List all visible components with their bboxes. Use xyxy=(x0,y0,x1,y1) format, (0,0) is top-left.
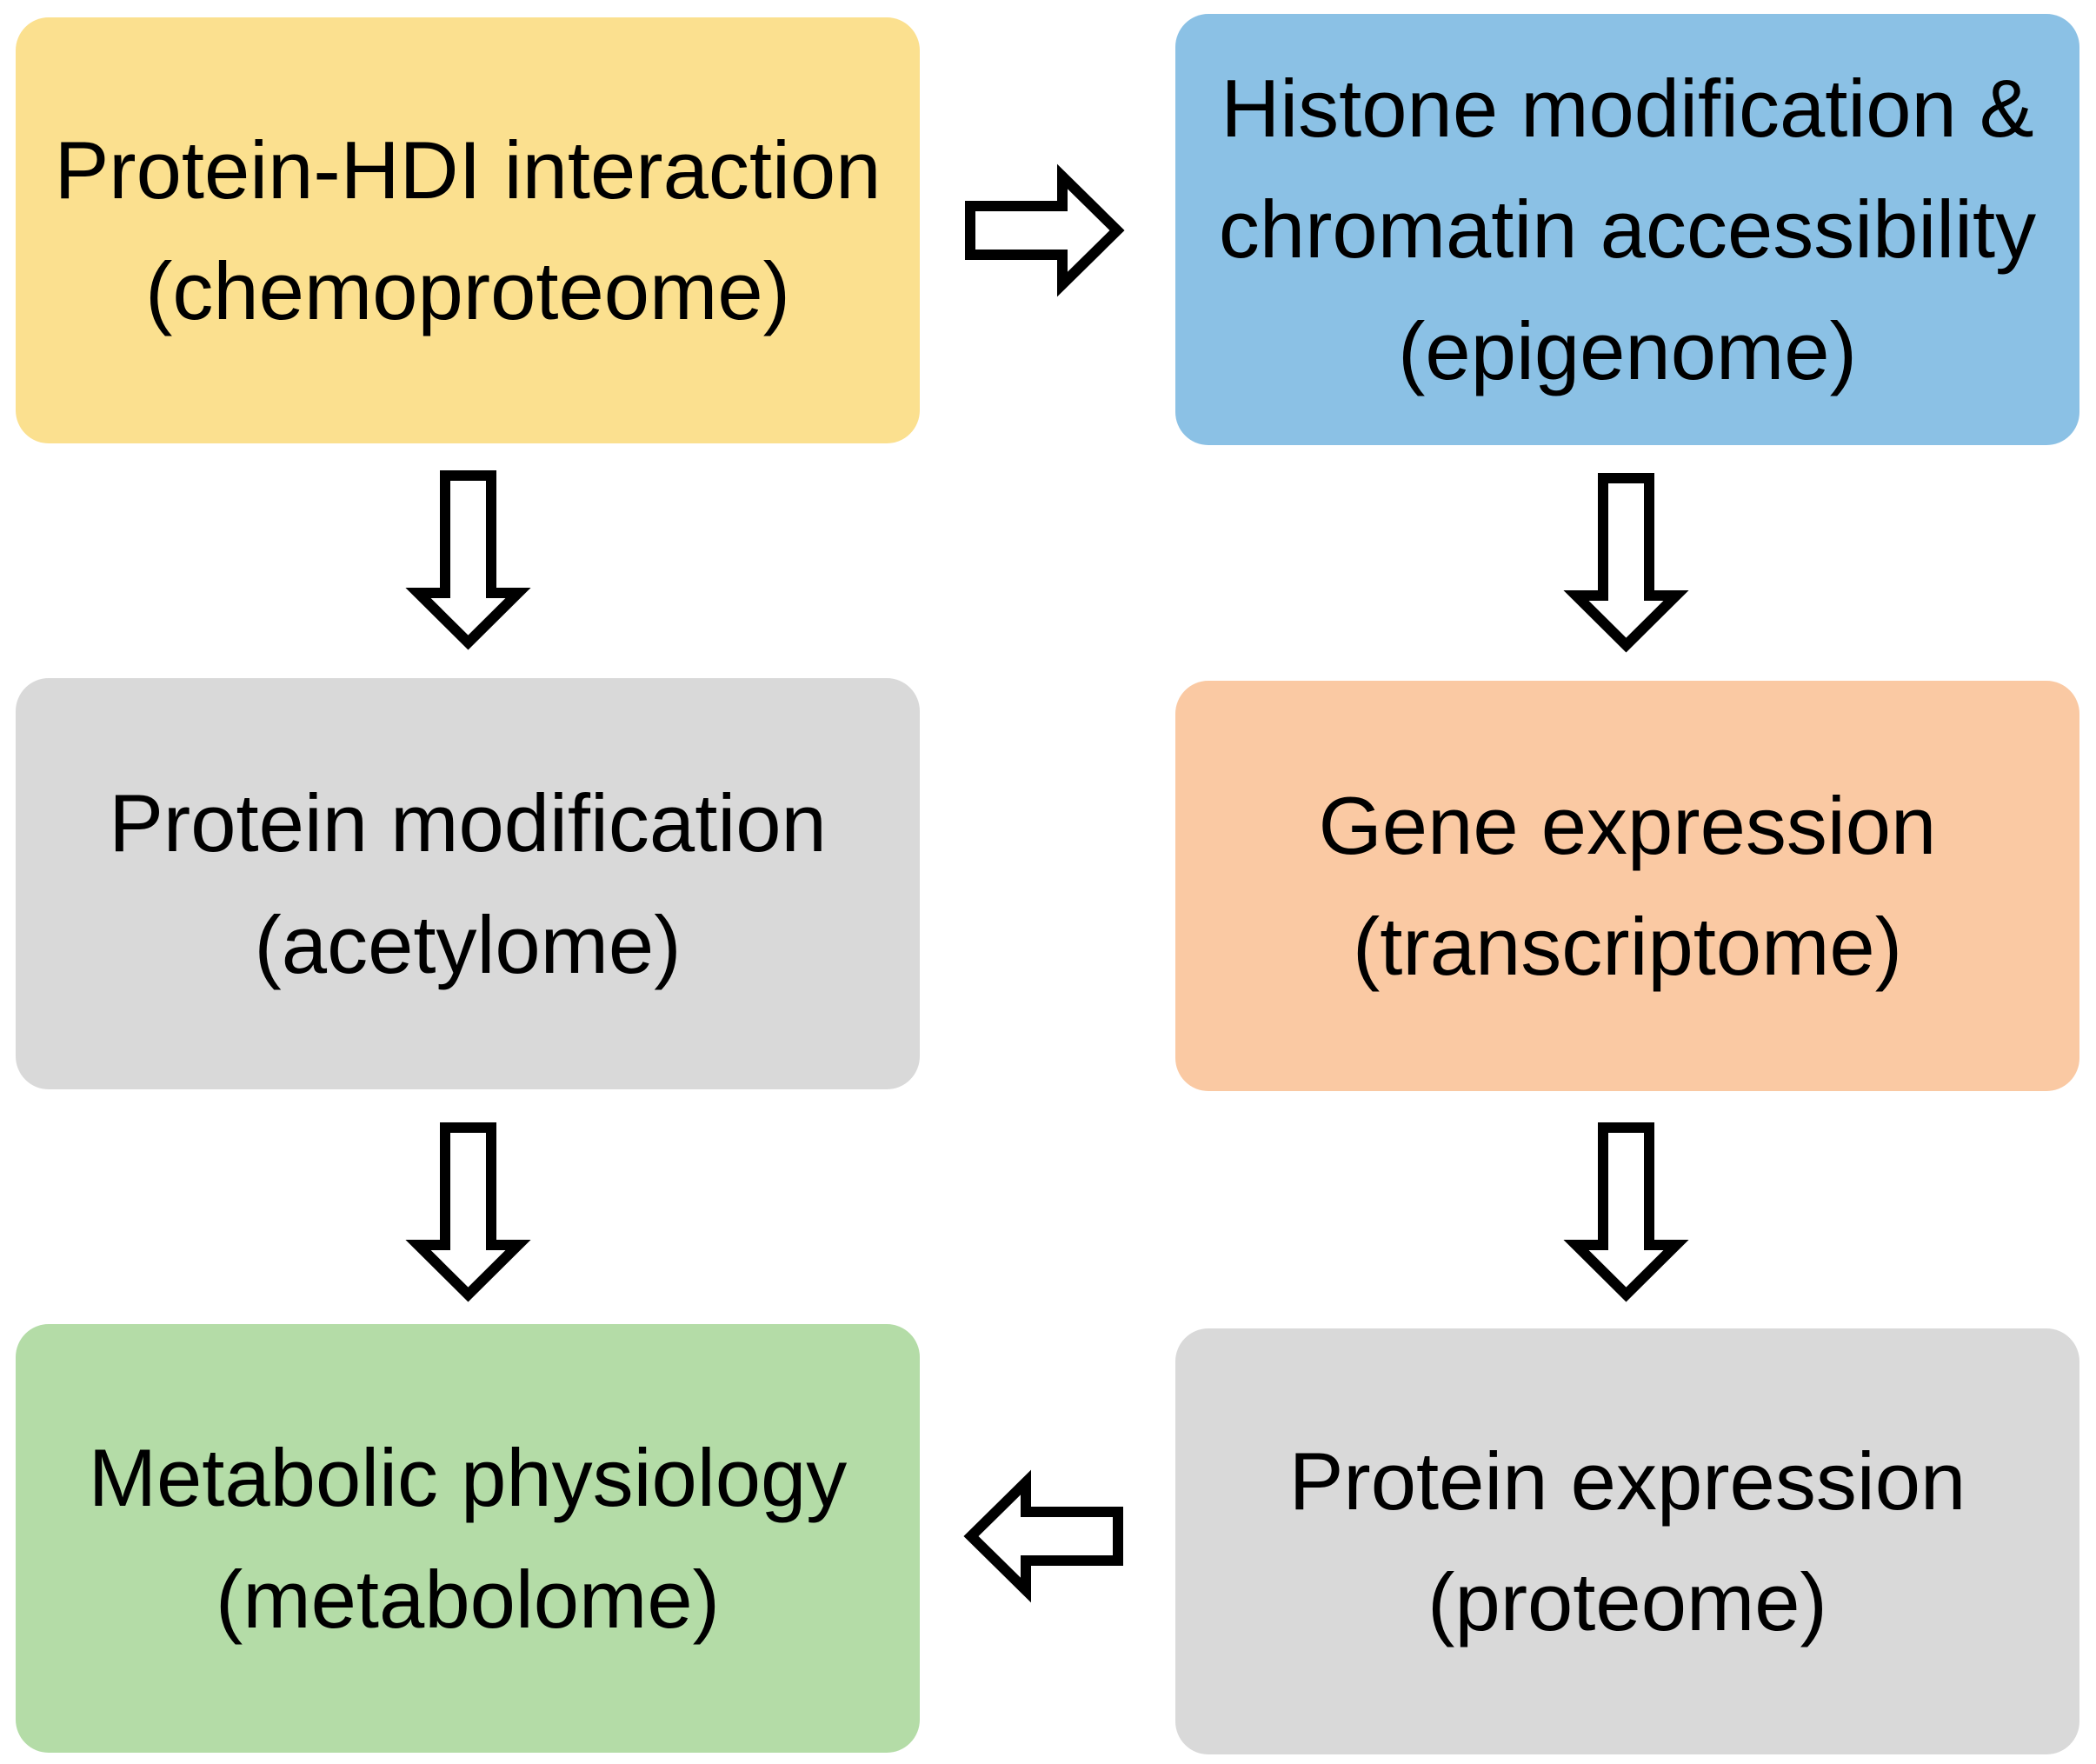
arrow-down-icon xyxy=(405,1122,531,1302)
box-transcriptome: Gene expression (transcriptome) xyxy=(1175,681,2079,1091)
box-chemoproteome-line-2: (chemoproteome) xyxy=(145,245,790,336)
box-epigenome: Histone modification & chromatin accessi… xyxy=(1175,14,2079,445)
box-acetylome-line-2: (acetylome) xyxy=(254,898,682,990)
box-transcriptome-line-1: Gene expression xyxy=(1318,779,1937,871)
box-metabolome: Metabolic physiology (metabolome) xyxy=(16,1324,920,1753)
arrow-down-icon xyxy=(1563,473,1689,653)
arrow-right-icon xyxy=(965,163,1125,297)
box-proteome-line-2: (proteome) xyxy=(1427,1556,1827,1648)
arrow-down-icon xyxy=(405,470,531,650)
box-metabolome-line-1: Metabolic physiology xyxy=(88,1432,848,1524)
box-acetylome: Protein modification (acetylome) xyxy=(16,678,920,1089)
box-chemoproteome-line-1: Protein-HDI interaction xyxy=(54,123,882,216)
box-epigenome-line-1: Histone modification & xyxy=(1221,63,2034,155)
box-epigenome-line-2: chromatin accessibility xyxy=(1218,183,2037,276)
arrow-down-icon xyxy=(1563,1122,1689,1302)
box-metabolome-line-2: (metabolome) xyxy=(216,1553,720,1645)
box-acetylome-line-1: Protein modification xyxy=(109,777,827,869)
box-chemoproteome: Protein-HDI interaction (chemoproteome) xyxy=(16,17,920,443)
arrow-left-icon xyxy=(963,1469,1123,1603)
box-proteome: Protein expression (proteome) xyxy=(1175,1328,2079,1754)
box-proteome-line-1: Protein expression xyxy=(1288,1434,1966,1527)
box-transcriptome-line-2: (transcriptome) xyxy=(1352,901,1903,992)
box-epigenome-line-3: (epigenome) xyxy=(1398,304,1857,396)
